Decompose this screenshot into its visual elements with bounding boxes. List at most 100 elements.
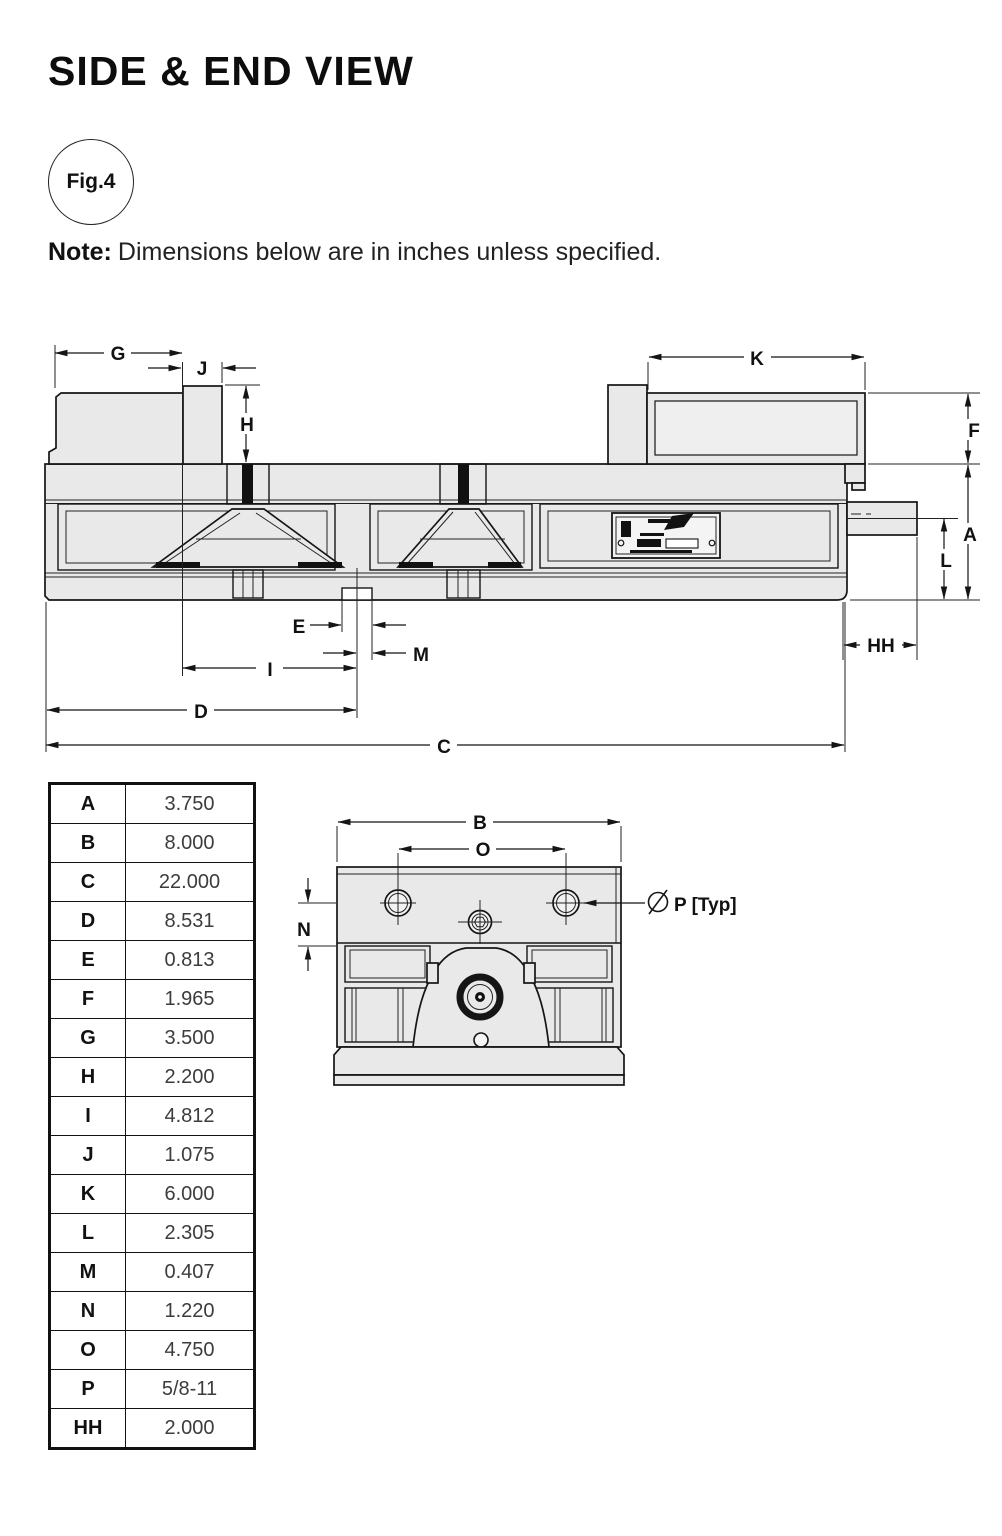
label-A: A — [963, 525, 977, 546]
label-G: G — [111, 344, 126, 365]
page-title: SIDE & END VIEW — [48, 48, 414, 94]
label-P: P [Typ] — [674, 895, 737, 916]
dim-letter-cell: C — [49, 862, 126, 902]
movable-jaw — [607, 384, 866, 491]
label-L: L — [940, 551, 952, 572]
label-B: B — [473, 813, 487, 834]
dim-value-cell: 3.750 — [125, 783, 255, 824]
dim-value-cell: 4.812 — [125, 1096, 255, 1136]
note-label: Note: — [48, 238, 112, 266]
nameplate — [611, 512, 721, 559]
clamp-cone-right — [396, 508, 524, 568]
label-HH: HH — [867, 636, 894, 657]
dim-value-cell: 2.305 — [125, 1213, 255, 1253]
side-view-drawing: G J H K F A L HH E M I D C — [44, 342, 987, 758]
diameter-symbol-icon — [647, 889, 669, 915]
note-line: Note:Dimensions below are in inches unle… — [48, 238, 808, 267]
body-pockets — [57, 503, 839, 571]
dim-letter-cell: E — [49, 940, 126, 980]
label-J: J — [197, 359, 208, 380]
fixed-jaw — [48, 385, 223, 465]
vise-body — [44, 463, 848, 601]
dim-letter-cell: N — [49, 1291, 126, 1331]
dim-value-cell: 8.531 — [125, 901, 255, 941]
dim-letter-cell: P — [49, 1369, 126, 1409]
dim-value-cell: 1.965 — [125, 979, 255, 1019]
end-extension-lines — [298, 826, 622, 947]
dim-value-cell: 5/8-11 — [125, 1369, 255, 1409]
label-I: I — [267, 660, 272, 681]
base-flange — [333, 1046, 625, 1086]
label-N: N — [297, 920, 311, 941]
dim-value-cell: 22.000 — [125, 862, 255, 902]
dim-value-cell: 8.000 — [125, 823, 255, 863]
dim-letter-cell: J — [49, 1135, 126, 1175]
movable-jaw-plate — [607, 384, 648, 465]
dim-value-cell: 3.500 — [125, 1018, 255, 1058]
lower-slots — [232, 569, 481, 599]
dim-letter-cell: O — [49, 1330, 126, 1370]
figure-badge: Fig.4 — [48, 139, 134, 225]
dim-value-cell: 1.075 — [125, 1135, 255, 1175]
label-F: F — [968, 421, 980, 442]
dim-letter-cell: HH — [49, 1408, 126, 1449]
dim-value-cell: 0.407 — [125, 1252, 255, 1292]
dim-letter-cell: K — [49, 1174, 126, 1214]
dim-value-cell: 4.750 — [125, 1330, 255, 1370]
dim-letter-cell: D — [49, 901, 126, 941]
label-E: E — [293, 617, 306, 638]
dim-value-cell: 0.813 — [125, 940, 255, 980]
end-dimension-labels: B O N P [Typ] — [297, 813, 737, 941]
screw-bearing-arch — [412, 947, 550, 1048]
dim-value-cell: 2.000 — [125, 1408, 255, 1449]
dim-letter-cell: G — [49, 1018, 126, 1058]
label-M: M — [413, 645, 429, 666]
lead-screw — [846, 501, 918, 536]
jaw-nose — [844, 463, 866, 484]
note-text: Dimensions below are in inches unless sp… — [117, 238, 662, 266]
fixed-jaw-plate — [182, 385, 223, 465]
label-H: H — [240, 415, 254, 436]
clamp-cone-left — [150, 508, 346, 568]
dim-letter-cell: B — [49, 823, 126, 863]
dimension-labels: G J H K F A L HH E M I D C — [111, 344, 980, 758]
label-O: O — [476, 840, 491, 861]
label-backgrounds — [104, 342, 987, 756]
dim-letter-cell: L — [49, 1213, 126, 1253]
extension-lines — [45, 345, 980, 752]
dim-value-cell: 6.000 — [125, 1174, 255, 1214]
end-view-drawing: B O N P [Typ] — [297, 811, 737, 1086]
figure-label: Fig.4 — [66, 170, 116, 193]
label-K: K — [750, 349, 764, 370]
seat-pads — [156, 562, 521, 568]
upper-t-slots — [226, 463, 487, 505]
dim-letter-cell: F — [49, 979, 126, 1019]
dim-letter-cell: H — [49, 1057, 126, 1097]
end-label-backgrounds — [466, 811, 496, 859]
dim-value-cell: 1.220 — [125, 1291, 255, 1331]
dim-letter-cell: M — [49, 1252, 126, 1292]
dim-value-cell: 2.200 — [125, 1057, 255, 1097]
pin-hole — [473, 1032, 489, 1048]
dim-letter-cell: I — [49, 1096, 126, 1136]
dim-letter-cell: A — [49, 783, 126, 824]
label-D: D — [194, 702, 208, 723]
label-C: C — [437, 737, 451, 758]
